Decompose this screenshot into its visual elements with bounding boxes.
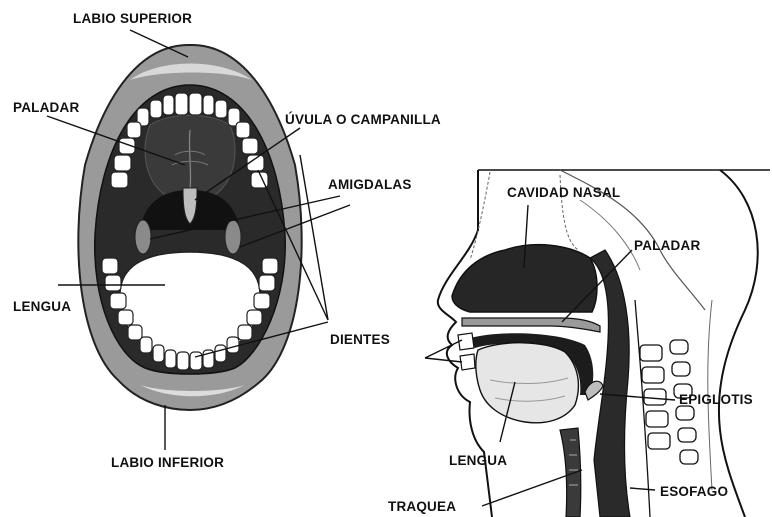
label-amigdalas: AMIGDALAS <box>328 178 412 192</box>
label-lengua-side: LENGUA <box>449 454 507 468</box>
left-tonsil <box>135 220 151 254</box>
tongue-side <box>476 343 579 423</box>
label-esofago: ESOFAGO <box>660 485 728 499</box>
label-lengua-mouth: LENGUA <box>13 300 71 314</box>
right-tonsil <box>225 220 241 254</box>
label-cavidad-nasal: CAVIDAD NASAL <box>507 186 620 200</box>
trachea <box>560 428 581 517</box>
label-uvula: ÚVULA O CAMPANILLA <box>285 113 441 127</box>
label-paladar-side: PALADAR <box>634 239 700 253</box>
label-epiglotis: EPIGLOTIS <box>679 393 753 407</box>
label-labio-superior: LABIO SUPERIOR <box>73 12 192 26</box>
hard-palate <box>462 318 600 332</box>
label-dientes: DIENTES <box>330 333 390 347</box>
label-paladar-mouth: PALADAR <box>13 101 79 115</box>
label-labio-inferior: LABIO INFERIOR <box>111 456 224 470</box>
open-mouth-illustration <box>78 45 301 410</box>
front-teeth <box>458 333 475 370</box>
neck-outline <box>719 170 758 517</box>
label-traquea: TRAQUEA <box>388 500 456 514</box>
